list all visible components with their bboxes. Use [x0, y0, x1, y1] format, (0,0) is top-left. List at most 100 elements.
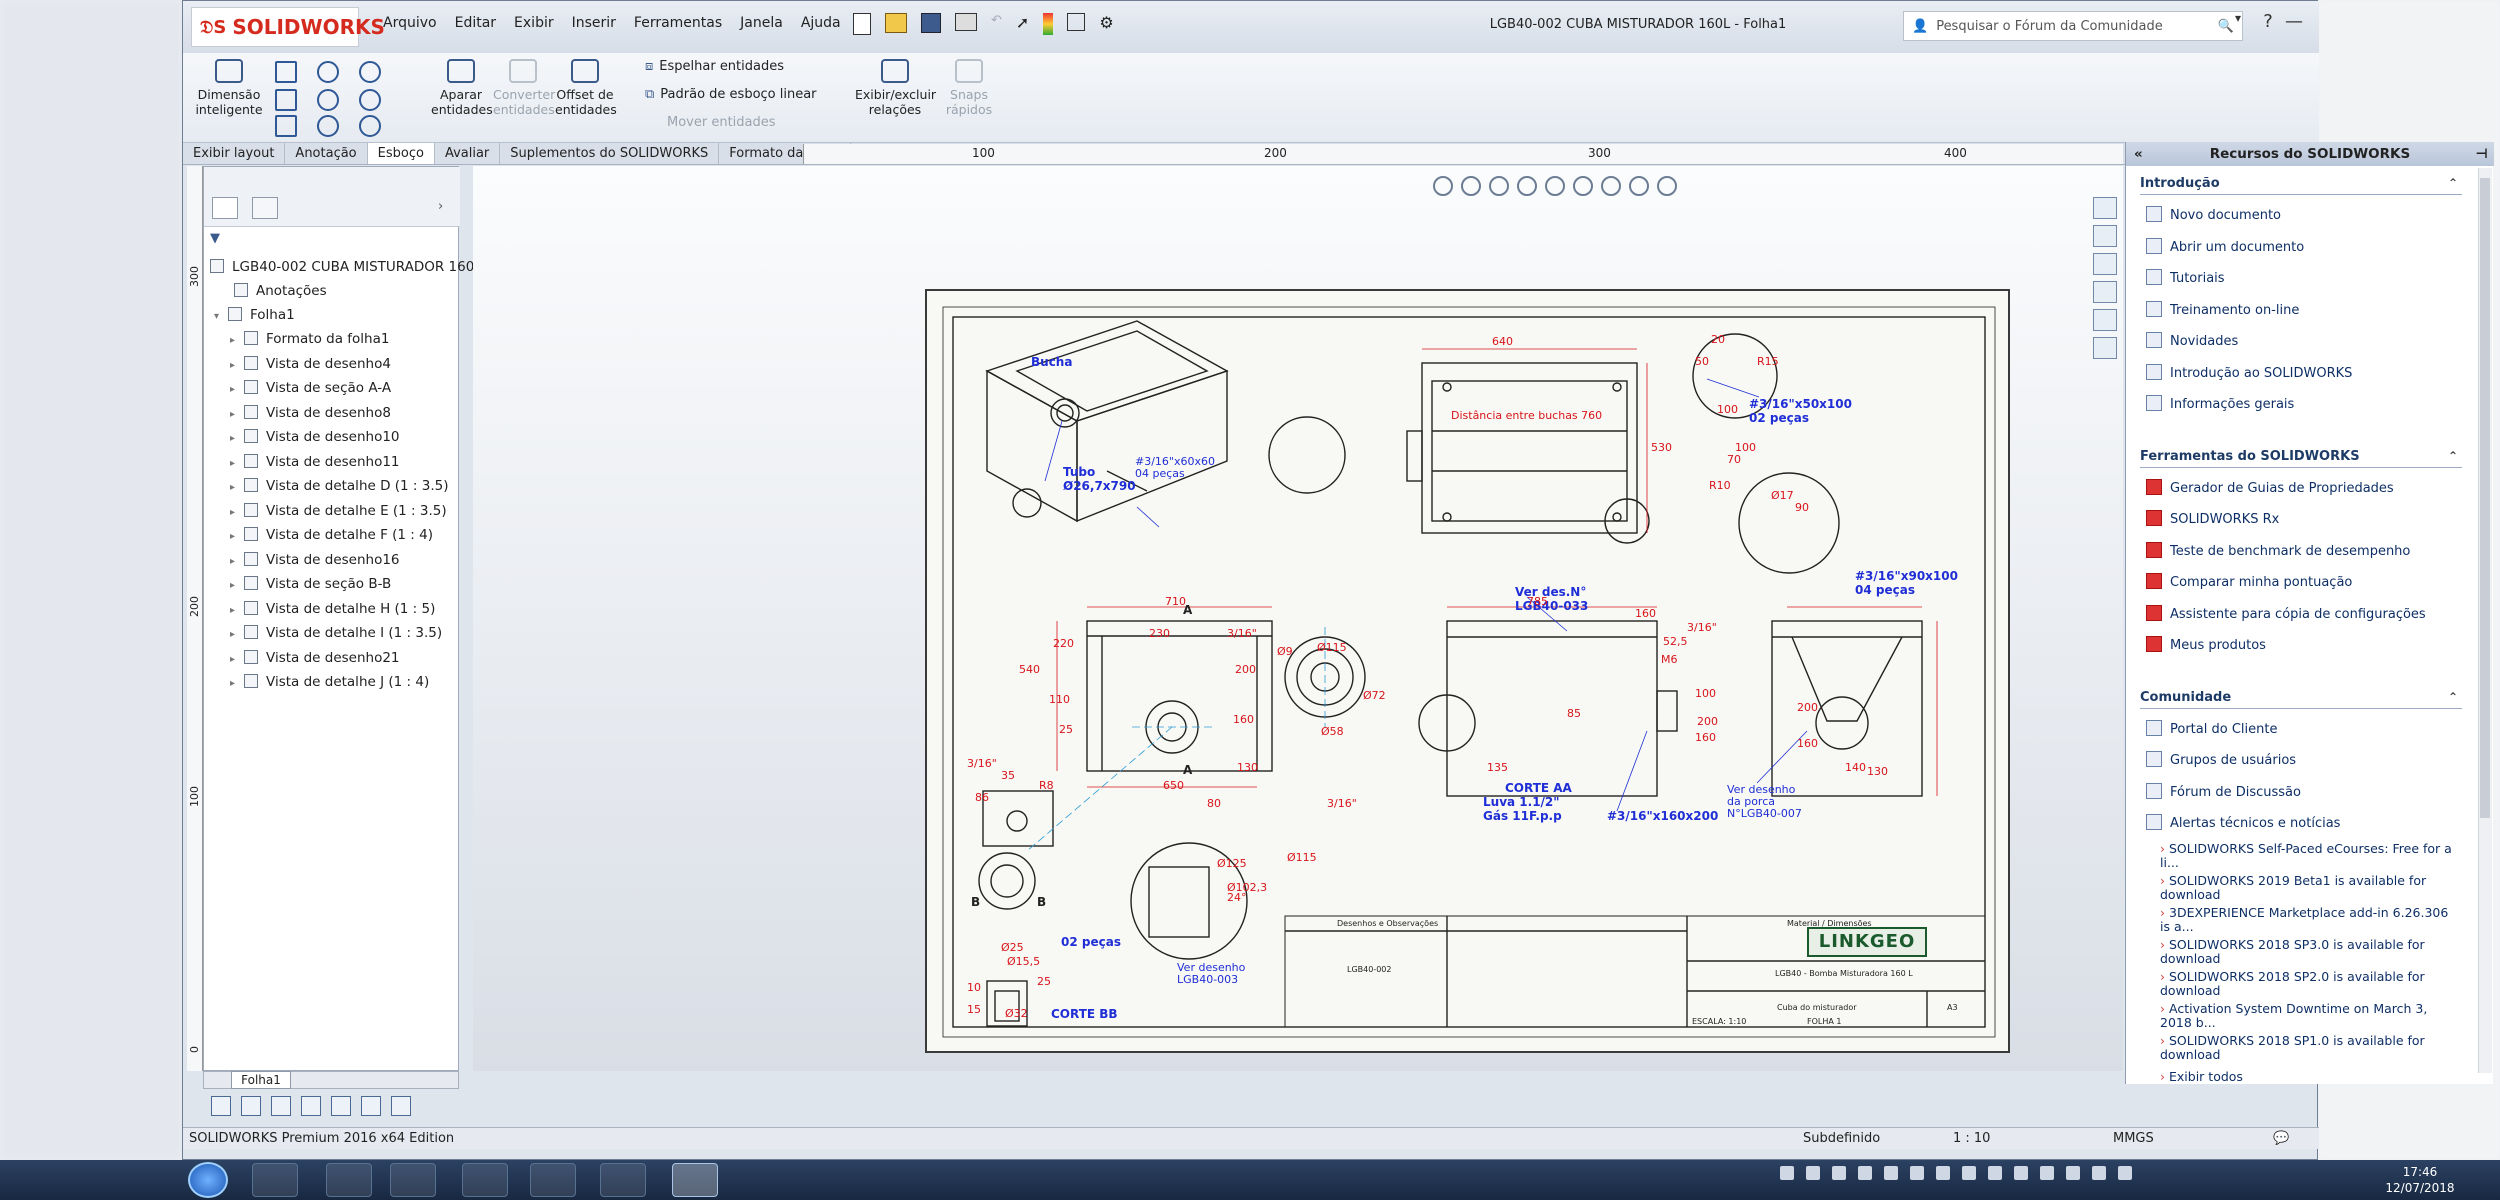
- menu-exibir[interactable]: Exibir: [514, 15, 554, 31]
- dimension-label[interactable]: 3/16": [1227, 627, 1257, 640]
- dimension-label[interactable]: 130: [1867, 765, 1888, 778]
- solidworks-taskbar-icon[interactable]: [672, 1163, 718, 1197]
- dimension-label[interactable]: 110: [1049, 693, 1070, 706]
- dimension-label[interactable]: 35: [1001, 769, 1015, 782]
- tray-icon[interactable]: [2066, 1166, 2080, 1180]
- tree-item[interactable]: ▸Vista de desenho10: [230, 429, 400, 445]
- dimension-label[interactable]: 710: [1165, 595, 1186, 608]
- grid-icon[interactable]: [391, 1096, 411, 1116]
- menu-janela[interactable]: Janela: [740, 15, 783, 31]
- dimension-label[interactable]: 15: [967, 1003, 981, 1016]
- pan-icon[interactable]: [1517, 176, 1537, 196]
- task-section-header[interactable]: Ferramentas do SOLIDWORKS⌃: [2140, 449, 2462, 468]
- dimension-label[interactable]: Ø102,3: [1227, 881, 1268, 894]
- circle-tool-icon[interactable]: [317, 61, 339, 83]
- align-icon[interactable]: [361, 1096, 381, 1116]
- clock[interactable]: 17:46 12/07/2018: [2360, 1164, 2480, 1196]
- menu-arquivo[interactable]: Arquivo: [383, 15, 437, 31]
- task-link[interactable]: Tutoriais: [2146, 269, 2225, 286]
- dimension-label[interactable]: R10: [1709, 479, 1731, 492]
- chevron-right-icon[interactable]: ▸: [230, 384, 236, 395]
- arc-tool-icon[interactable]: [317, 89, 339, 111]
- chevron-down-icon[interactable]: ▾: [2234, 11, 2242, 25]
- task-link[interactable]: SOLIDWORKS Rx: [2146, 510, 2279, 527]
- dimension-label[interactable]: 200: [1697, 715, 1718, 728]
- tray-icon[interactable]: [1962, 1166, 1976, 1180]
- rotate-icon[interactable]: [1545, 176, 1565, 196]
- chevron-right-icon[interactable]: ›: [438, 199, 444, 214]
- dimension-label[interactable]: 100: [1717, 403, 1738, 416]
- dimension-label[interactable]: 640: [1492, 335, 1513, 348]
- tab-esboco[interactable]: Esboço: [367, 143, 435, 164]
- tray-icon[interactable]: [1832, 1166, 1846, 1180]
- custom-properties-icon[interactable]: [2093, 337, 2117, 359]
- chevron-right-icon[interactable]: ▸: [230, 506, 236, 518]
- menu-ferramentas[interactable]: Ferramentas: [633, 15, 723, 31]
- comments-icon[interactable]: 💬: [2273, 1131, 2290, 1146]
- ie-icon[interactable]: [252, 1163, 298, 1197]
- dimension-label[interactable]: 90: [1795, 501, 1809, 514]
- dimension-label[interactable]: 24°: [1227, 891, 1247, 904]
- dimension-label[interactable]: M6: [1661, 653, 1678, 666]
- zoom-fit-icon[interactable]: [1433, 176, 1453, 196]
- task-link[interactable]: Comparar minha pontuação: [2146, 573, 2352, 590]
- quick-snaps-button[interactable]: Snaps rápidos: [939, 55, 999, 117]
- task-link[interactable]: Abrir um documento: [2146, 237, 2304, 255]
- news-alert-link[interactable]: ›SOLIDWORKS 2019 Beta1 is available for …: [2160, 872, 2427, 902]
- dimension-label[interactable]: 20: [1711, 333, 1725, 346]
- display-style-icon[interactable]: [1601, 176, 1621, 196]
- save-icon[interactable]: [921, 13, 941, 33]
- task-section-header[interactable]: Comunidade⌃: [2140, 690, 2462, 709]
- tray-icon[interactable]: [1884, 1166, 1898, 1180]
- dimension-label[interactable]: 160: [1635, 607, 1656, 620]
- chevron-right-icon[interactable]: ▸: [230, 335, 236, 346]
- tree-sheet[interactable]: ▾Folha1: [214, 307, 295, 323]
- view-palette-icon[interactable]: [2093, 281, 2117, 303]
- task-link[interactable]: Informações gerais: [2146, 395, 2294, 412]
- chevron-right-icon[interactable]: ▸: [230, 531, 236, 542]
- select-icon[interactable]: ➚: [1015, 13, 1030, 32]
- tree-item[interactable]: ▸Vista de detalhe E (1 : 3.5): [230, 502, 447, 519]
- dimension-label[interactable]: Ø9: [1277, 645, 1293, 658]
- tab-exibir-layout[interactable]: Exibir layout: [183, 143, 286, 164]
- dimension-label[interactable]: 3/16": [1687, 621, 1717, 634]
- fillet-tool-icon[interactable]: [359, 115, 381, 137]
- chevron-right-icon[interactable]: ▸: [230, 408, 236, 420]
- undo-icon[interactable]: ↶: [991, 13, 1002, 28]
- task-link[interactable]: Teste de benchmark de desempenho: [2146, 541, 2410, 559]
- feature-tree-tab[interactable]: [212, 197, 238, 219]
- tab-suplementos[interactable]: Suplementos do SOLIDWORKS: [500, 143, 720, 164]
- tree-item[interactable]: ▸Vista de detalhe D (1 : 3.5): [230, 478, 449, 494]
- home-icon[interactable]: [2093, 197, 2117, 219]
- task-link[interactable]: Novidades: [2146, 332, 2238, 349]
- search-icon[interactable]: 🔍: [2217, 18, 2234, 34]
- dimension-label[interactable]: 80: [1207, 797, 1221, 810]
- tree-item[interactable]: ▸Vista de desenho11: [230, 453, 400, 470]
- see-all-link[interactable]: ›Exibir todos: [2160, 1068, 2243, 1084]
- dimension-label[interactable]: 200: [1797, 701, 1818, 714]
- chevron-right-icon[interactable]: ▸: [230, 580, 236, 591]
- chevron-right-icon[interactable]: ▸: [230, 678, 236, 689]
- scrollbar-thumb[interactable]: [2480, 178, 2490, 818]
- dimension-label[interactable]: 650: [1163, 779, 1184, 792]
- dimension-label[interactable]: 220: [1053, 637, 1074, 650]
- eyedropper-icon[interactable]: [211, 1096, 231, 1116]
- dimension-label[interactable]: Ø32: [1005, 1007, 1028, 1020]
- design-library-icon[interactable]: [2093, 225, 2117, 247]
- chevron-right-icon[interactable]: ▸: [230, 604, 236, 616]
- filter-icon[interactable]: ▼: [210, 231, 220, 246]
- appearances-icon[interactable]: [2093, 309, 2117, 331]
- rectangle-tool-icon[interactable]: [275, 89, 297, 111]
- dimension-label[interactable]: Ø17: [1771, 489, 1794, 502]
- tray-icon[interactable]: [2014, 1166, 2028, 1180]
- dimension-label[interactable]: 100: [1695, 687, 1716, 700]
- minimize-button[interactable]: —: [2285, 11, 2303, 32]
- dimension-label[interactable]: 230: [1149, 627, 1170, 640]
- search-input[interactable]: Pesquisar o Fórum da Comunidade: [1936, 18, 2163, 34]
- chevron-right-icon[interactable]: ▸: [230, 359, 236, 371]
- print-icon[interactable]: [955, 13, 977, 31]
- dimension-label[interactable]: 160: [1233, 713, 1254, 726]
- dimension-label[interactable]: 130: [1237, 761, 1258, 774]
- tree-annotations[interactable]: Anotações: [234, 283, 327, 299]
